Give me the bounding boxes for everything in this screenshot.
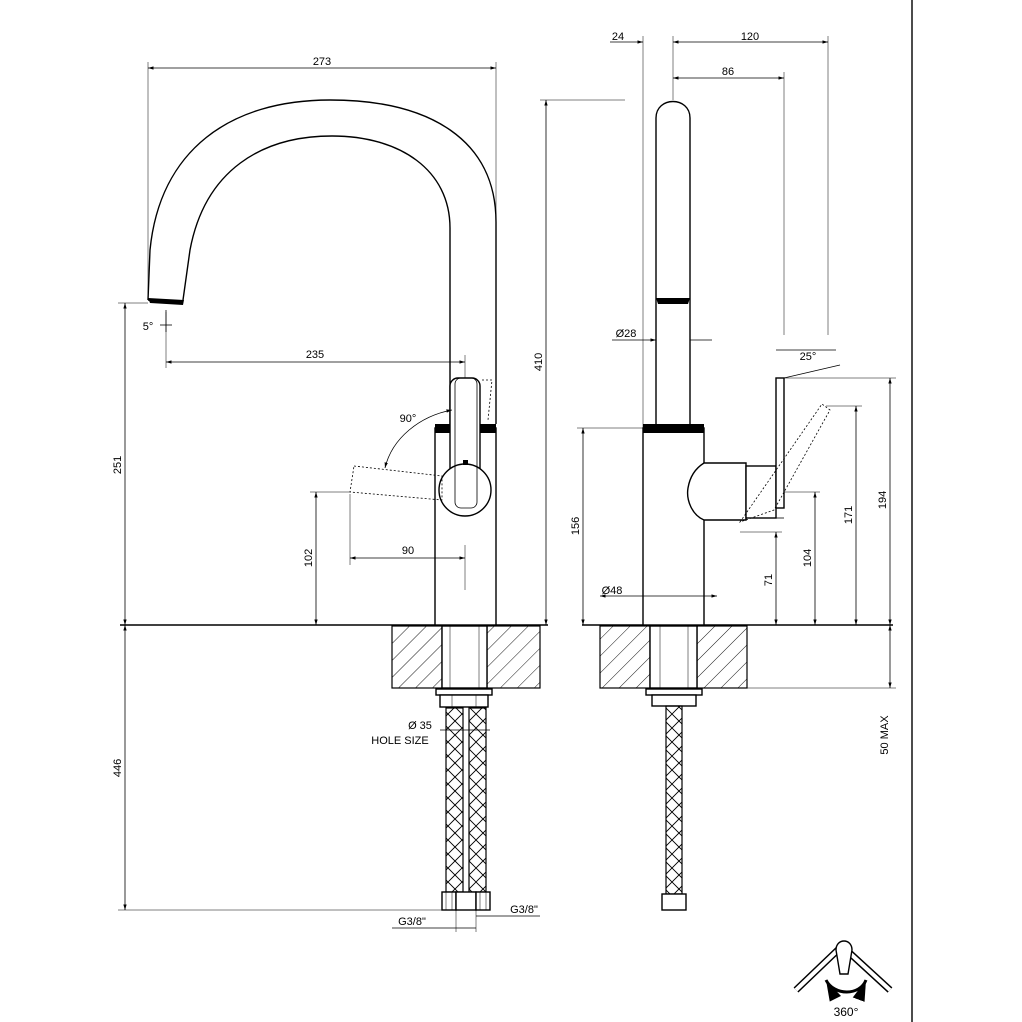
dim-handle-reach: 120: [741, 31, 759, 43]
lever-handle-side: [775, 377, 785, 509]
tap-body-side: [642, 427, 705, 626]
lever-rotated-ghost: [349, 465, 443, 501]
hose-fitting: [661, 893, 687, 911]
dim-top-offset: 24: [612, 31, 624, 43]
spout-side: [655, 101, 691, 424]
dim-spout-reach: 273: [313, 56, 331, 68]
dim-handle-height: 102: [303, 549, 315, 567]
dim-handle-max: 194: [877, 491, 889, 509]
countertop-section-right: [486, 625, 541, 689]
rotation-arc: [384, 409, 453, 469]
hole-size-label: HOLE SIZE: [371, 735, 428, 747]
swivel-rotation-icon: 360°: [793, 940, 893, 1019]
lever-tilt-ghost: [482, 379, 493, 421]
rotation-label: 360°: [834, 1005, 859, 1019]
dim-spout-outlet: 235: [306, 349, 324, 361]
dim-body-height: 156: [570, 517, 582, 535]
dim-handle-mid: 104: [802, 549, 814, 567]
dim-spout-depth: 86: [722, 66, 734, 78]
hose-fitting: [441, 891, 457, 911]
side-view: 24 120 86 Ø28 25° Ø48 410 156 71 104 171…: [533, 31, 896, 911]
lever-connector: [686, 462, 747, 521]
countertop-section-right: [696, 625, 748, 689]
dim-height: 410: [533, 353, 545, 371]
mounting-nut: [439, 694, 489, 708]
dim-handle-angle: 25°: [800, 351, 817, 363]
hose-fitting: [475, 891, 491, 911]
spout-outer: [147, 99, 497, 424]
mounting-nut: [651, 694, 697, 707]
connection-right: G3/8": [510, 904, 538, 916]
lever-tilt-ghost: [738, 403, 831, 523]
dim-total-height: 251: [112, 456, 124, 474]
dim-spout-diameter: Ø28: [616, 328, 637, 340]
front-view: 273 235 90° 5° 90 251 102 446 Ø 35 HOLE …: [112, 56, 548, 932]
mounting-shank: [649, 625, 698, 689]
countertop-section-left: [391, 625, 443, 689]
dim-handle-top: 171: [843, 506, 855, 524]
spout-inner: [182, 135, 451, 424]
dim-counter-max: 50 MAX: [879, 715, 891, 755]
connection-left: G3/8": [398, 916, 426, 928]
dim-handle-offset: 90: [402, 545, 414, 557]
mounting-washer: [435, 688, 493, 696]
dim-body-diameter: Ø48: [602, 585, 623, 597]
knurled-ring-side: [643, 424, 704, 433]
supply-hose: [665, 705, 683, 895]
hose-fitting: [455, 891, 477, 911]
dim-handle-low: 71: [763, 574, 775, 586]
hole-diameter: Ø 35: [408, 720, 432, 732]
dim-handle-rotation: 90°: [400, 413, 417, 425]
dim-below-counter: 446: [112, 759, 124, 777]
mounting-shank: [441, 625, 488, 689]
countertop-section-left: [599, 625, 651, 689]
dim-outlet-angle: 5°: [143, 321, 154, 333]
supply-hose-right: [468, 707, 487, 893]
supply-hose-left: [445, 707, 464, 893]
